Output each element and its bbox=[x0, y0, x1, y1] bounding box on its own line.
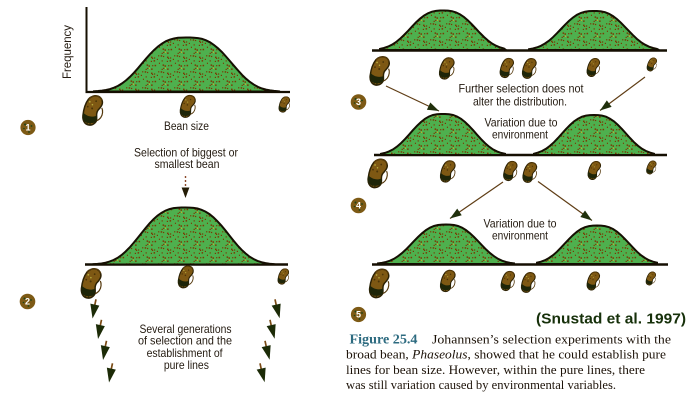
svg-text:environment: environment bbox=[492, 128, 549, 142]
svg-text:establishment of: establishment of bbox=[147, 346, 224, 360]
svg-text:alter the distribution.: alter the distribution. bbox=[473, 95, 567, 109]
svg-text:Variation due to: Variation due to bbox=[484, 217, 557, 231]
svg-text:was still variation caused by: was still variation caused by environmen… bbox=[346, 378, 616, 392]
svg-text:1: 1 bbox=[25, 123, 30, 133]
svg-text:(Snustad et al. 1997): (Snustad et al. 1997) bbox=[536, 312, 686, 328]
svg-text:pure lines: pure lines bbox=[164, 358, 209, 372]
svg-text:Bean size: Bean size bbox=[164, 121, 209, 133]
svg-text:Selection of biggest or: Selection of biggest or bbox=[134, 146, 238, 160]
svg-text:lines for bean size. However,: lines for bean size. However, within the… bbox=[346, 363, 645, 377]
svg-text:broad bean, Phaseolus, showed: broad bean, Phaseolus, showed that he co… bbox=[346, 348, 666, 362]
svg-text:Johannsen’s selection experime: Johannsen’s selection experiments with t… bbox=[432, 332, 671, 346]
svg-text:Figure 25.4: Figure 25.4 bbox=[350, 331, 418, 346]
svg-text:environment: environment bbox=[492, 229, 549, 243]
svg-text:of selection and the: of selection and the bbox=[138, 334, 232, 348]
svg-text:smallest bean: smallest bean bbox=[155, 157, 220, 171]
svg-text:Further selection does not: Further selection does not bbox=[459, 82, 585, 96]
svg-text:Variation due to: Variation due to bbox=[485, 116, 558, 130]
svg-text:2: 2 bbox=[25, 297, 30, 307]
svg-text:3: 3 bbox=[356, 97, 361, 107]
svg-text:5: 5 bbox=[356, 310, 361, 320]
svg-text:4: 4 bbox=[356, 201, 361, 211]
svg-text:Frequency: Frequency bbox=[62, 25, 74, 79]
svg-text:Several generations: Several generations bbox=[140, 322, 232, 336]
